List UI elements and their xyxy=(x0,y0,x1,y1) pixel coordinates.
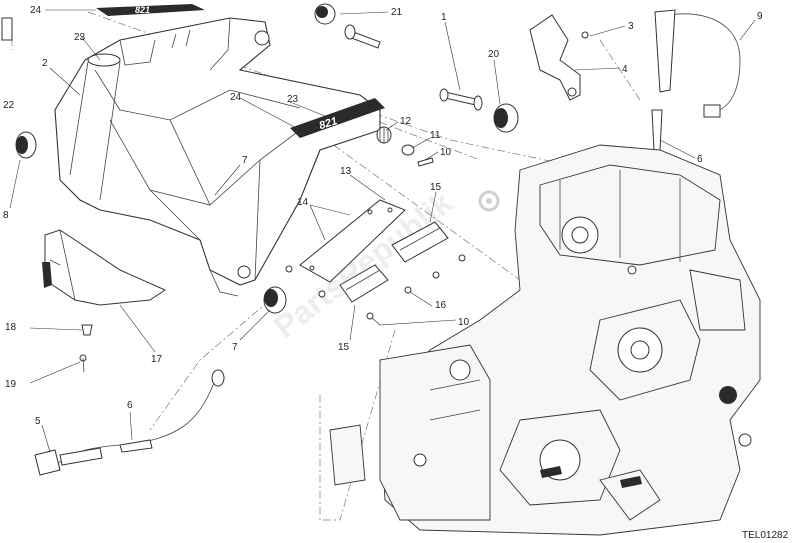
frame xyxy=(54,17,381,297)
damper-20 xyxy=(493,103,519,133)
callout-7-upper: 7 xyxy=(242,155,248,166)
bush-12 xyxy=(376,126,392,144)
callout-17: 17 xyxy=(151,354,163,365)
clip-18 xyxy=(81,324,93,336)
callout-15-upper: 15 xyxy=(430,182,442,193)
damper-7 xyxy=(263,286,287,314)
callout-24-lower: 24 xyxy=(230,92,242,103)
callout-11: 11 xyxy=(430,130,441,141)
callout-9: 9 xyxy=(757,11,763,22)
callout-1: 1 xyxy=(441,12,447,23)
regulator-module-lower xyxy=(339,264,389,303)
callout-10-lower: 10 xyxy=(458,317,470,328)
callout-6-upper: 6 xyxy=(697,154,703,165)
callout-3: 3 xyxy=(628,21,634,32)
callout-14: 14 xyxy=(297,197,309,208)
decal-strip xyxy=(1,17,13,41)
screw-set xyxy=(285,254,466,326)
callout-19: 19 xyxy=(5,379,17,390)
callout-23-upper: 23 xyxy=(74,32,86,43)
callout-18: 18 xyxy=(5,322,17,333)
regulator-module-upper xyxy=(391,221,449,263)
screw-10-upper xyxy=(417,157,434,167)
callout-20: 20 xyxy=(488,49,500,60)
callout-24-upper: 24 xyxy=(30,5,42,16)
bracket-4 xyxy=(529,14,581,101)
spacer-21 xyxy=(314,3,336,25)
sensor-6 xyxy=(119,439,153,453)
frame-decal-lower: 821 xyxy=(290,98,385,138)
callouts: 1 2 3 4 5 6 6 7 7 8 9 10 10 11 12 13 14 … xyxy=(3,5,763,427)
grommet-left xyxy=(15,131,37,159)
frame-decal-upper: 821 xyxy=(96,4,205,16)
watermark-gear-icon xyxy=(478,190,500,212)
callout-12: 12 xyxy=(400,116,412,127)
bolt-1 xyxy=(439,88,483,111)
engine-block xyxy=(329,144,761,536)
callout-13: 13 xyxy=(340,166,352,177)
svg-text:821: 821 xyxy=(135,5,150,15)
screw-19 xyxy=(79,354,87,373)
callout-5: 5 xyxy=(35,416,41,427)
decal-text: 821 xyxy=(318,115,339,132)
callout-6-lower: 6 xyxy=(127,400,133,411)
sensor-cable-5 xyxy=(34,369,225,476)
callout-7-lower: 7 xyxy=(232,342,238,353)
callout-21: 21 xyxy=(391,7,403,18)
callout-16: 16 xyxy=(435,300,447,311)
guard-bracket xyxy=(42,229,167,306)
callout-22: 22 xyxy=(3,100,15,111)
ignition-lead-9 xyxy=(654,9,741,118)
callout-10-upper: 10 xyxy=(440,147,452,158)
screw-3 xyxy=(581,31,589,39)
reference-code: TEL01282 xyxy=(742,530,789,541)
callout-8: 8 xyxy=(3,210,9,221)
bracket-plate-13 xyxy=(299,199,406,283)
callout-23-lower: 23 xyxy=(287,94,299,105)
callout-15-lower: 15 xyxy=(338,342,350,353)
callout-4: 4 xyxy=(622,64,628,75)
leader-lines xyxy=(9,9,756,453)
washer-11 xyxy=(401,144,415,156)
callout-2: 2 xyxy=(42,58,48,69)
bolt-21 xyxy=(344,24,381,49)
spark-plug-6 xyxy=(651,109,663,151)
